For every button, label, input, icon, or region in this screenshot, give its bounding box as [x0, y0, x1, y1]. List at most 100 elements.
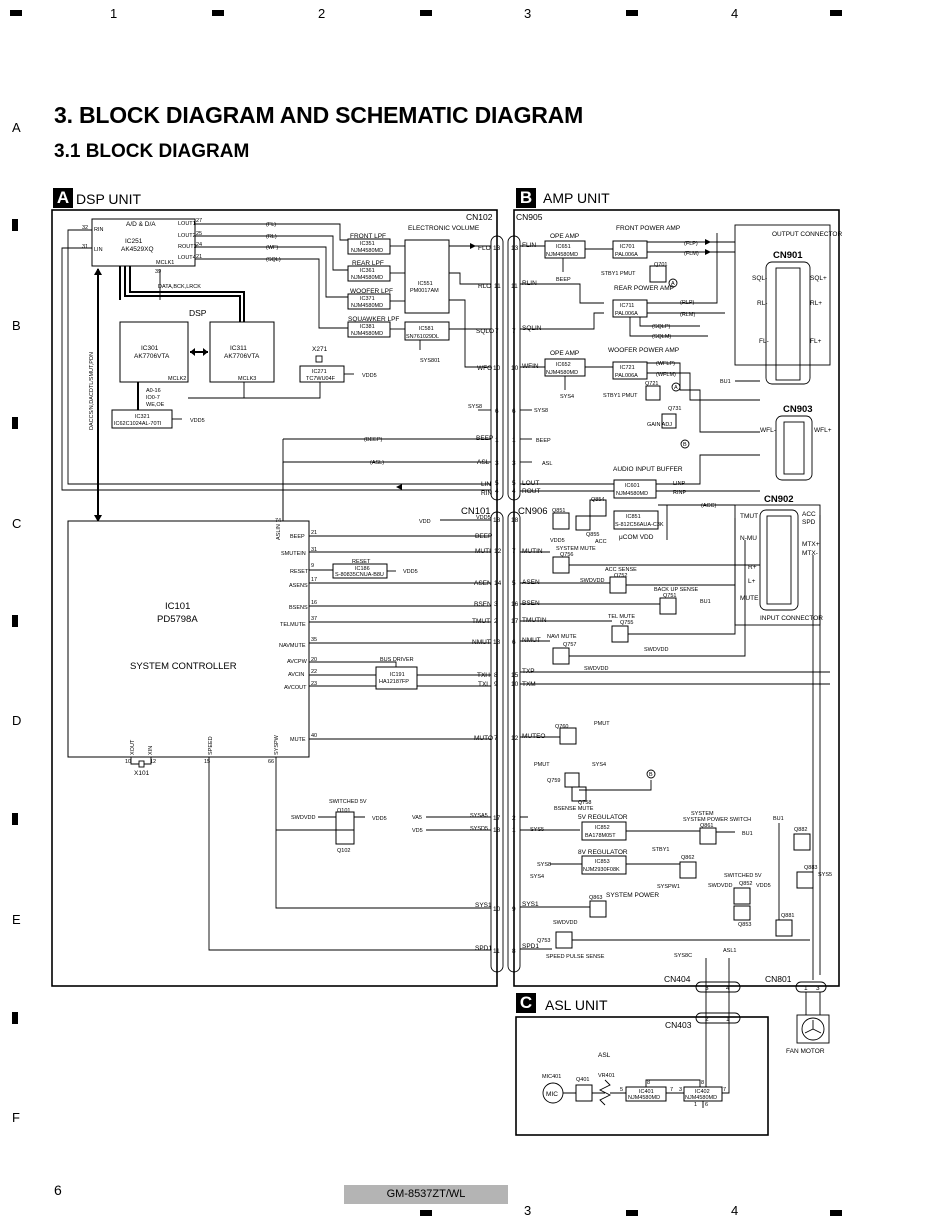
- cn901-body: [765, 261, 811, 385]
- grid-mark: [420, 10, 432, 16]
- svg-text:6: 6: [495, 408, 499, 415]
- q-acc-sense: ACC SENSE: [605, 567, 637, 573]
- ic101-asens: ASENS: [289, 583, 308, 589]
- sig-txm: TXM: [522, 681, 536, 688]
- sig-sys5-b: SYS5: [818, 872, 832, 878]
- section-c-badge: C: [516, 993, 536, 1013]
- ic251-lin: LIN: [94, 247, 103, 253]
- svg-text:5: 5: [495, 480, 499, 487]
- grid-col-1: 1: [110, 6, 118, 21]
- q852-box: [733, 887, 751, 905]
- ic651-part: NJM4580MD: [546, 252, 578, 258]
- q101-label: Q101: [337, 808, 350, 814]
- ic311-part: AK7706VTA: [224, 353, 260, 360]
- q757-box: [552, 647, 570, 665]
- svg-text:17: 17: [511, 618, 519, 625]
- svg-text:3: 3: [495, 460, 499, 467]
- ic186-name: IC186: [355, 566, 370, 572]
- grid-col-2: 2: [318, 6, 326, 21]
- svg-text:3: 3: [705, 985, 709, 992]
- sig-pmut-b: PMUT: [594, 721, 610, 727]
- cn902-label: CN902: [764, 494, 794, 505]
- sig-vdd-a: VDD: [419, 519, 431, 525]
- sig-flo: FLO: [478, 245, 491, 252]
- sig-stby1: STBY1: [652, 847, 669, 853]
- ic853-func: 8V REGULATOR: [578, 849, 628, 856]
- q-system-mute: SYSTEM MUTE: [556, 546, 596, 552]
- sig-swdvdd-d: SWDVDD: [584, 666, 608, 672]
- ic652-name: IC652: [556, 362, 571, 368]
- svg-text:18: 18: [511, 517, 519, 524]
- sig-lin: LIN: [481, 481, 491, 488]
- ic381-name: IC381: [360, 324, 375, 330]
- q101-box: [335, 811, 355, 831]
- ctrl-bus-label: DACCS/N,DACDTL/SMUT,PDN: [89, 352, 95, 430]
- sig-sysa5: SYSA5: [470, 813, 488, 819]
- q758-box: [571, 786, 587, 802]
- svg-text:B: B: [649, 772, 653, 778]
- output-connector-frame: [734, 224, 831, 366]
- ic711-name: IC711: [620, 303, 634, 309]
- ic401-name: IC401: [639, 1089, 654, 1095]
- svg-text:8: 8: [512, 948, 516, 955]
- q731-label: Q731: [668, 406, 681, 412]
- ic852-part: BA178M05T: [585, 833, 616, 839]
- cn902-acc: ACC: [802, 511, 816, 518]
- output-connector-label: OUTPUT CONNECTOR: [772, 231, 842, 238]
- svg-text:16: 16: [511, 601, 519, 608]
- q883-box: [796, 871, 814, 889]
- ic651-name: IC651: [556, 244, 571, 250]
- ic321-name: IC321: [135, 414, 150, 420]
- sig-sys1-a: SYS1: [475, 902, 492, 909]
- ic101-avcout: AVCOUT: [284, 685, 307, 691]
- sig-sql: (SQL): [266, 257, 281, 263]
- ic853-box: [581, 855, 627, 875]
- cn403-capsule: [695, 1012, 741, 1024]
- sig-vdd5-cn: VDD5: [476, 515, 491, 521]
- ic311-name: IC311: [230, 345, 247, 352]
- ic251-lout2: LOUT2: [178, 233, 196, 239]
- q852-label: Q852: [739, 881, 752, 887]
- input-connector-label: INPUT CONNECTOR: [760, 615, 823, 622]
- ic361-func: REAR LPF: [352, 260, 384, 267]
- grid-mark: [830, 10, 842, 16]
- ic652-func: OPE AMP: [550, 350, 579, 357]
- q855-label: Q855: [586, 532, 599, 538]
- cn801-capsule: [795, 981, 827, 993]
- svg-text:10: 10: [493, 906, 501, 913]
- svg-text:15: 15: [511, 672, 519, 679]
- q751-box: [659, 597, 677, 615]
- grid-col-4: 4: [731, 6, 739, 21]
- ic851-name: IC851: [626, 514, 641, 520]
- svg-text:5: 5: [620, 1087, 623, 1093]
- svg-text:1: 1: [694, 1102, 697, 1108]
- arrow-flo: [470, 243, 476, 249]
- gain-adj: GAIN ADJ: [647, 422, 672, 428]
- svg-text:31: 31: [82, 244, 88, 250]
- sig-sys4-b: SYS4: [592, 762, 606, 768]
- ic351-func: FRONT LPF: [350, 233, 386, 240]
- sig-lout: LOUT: [522, 480, 539, 487]
- grid-mark: [830, 1210, 842, 1216]
- svg-text:13: 13: [511, 245, 519, 252]
- ic271-name: IC271: [312, 369, 327, 375]
- svg-text:24: 24: [196, 242, 202, 248]
- ic191-func: BUS DRIVER: [380, 657, 414, 663]
- cn903-wfl-minus: WFL-: [760, 427, 776, 434]
- q881-label: Q881: [781, 913, 794, 919]
- sig-rlo: RLO: [478, 283, 491, 290]
- svg-text:A: A: [671, 281, 675, 287]
- x271-label: X271: [312, 346, 328, 353]
- q753-box: [555, 931, 573, 949]
- sig-asl-a: ASL: [477, 459, 490, 466]
- ic101-mute: MUTE: [290, 737, 306, 743]
- q721-label: Q721: [645, 381, 658, 387]
- ic251-rin: RIN: [94, 227, 104, 233]
- grid-row-e: E: [12, 912, 21, 927]
- sig-syspw1: SYSPW1: [657, 884, 680, 890]
- ic402-name: IC402: [695, 1089, 710, 1095]
- q-sys-power-switch-1: SYSTEM: [691, 811, 714, 817]
- ic551-name: IC551: [418, 281, 433, 287]
- sig-nmut-b: NMUT: [522, 637, 541, 644]
